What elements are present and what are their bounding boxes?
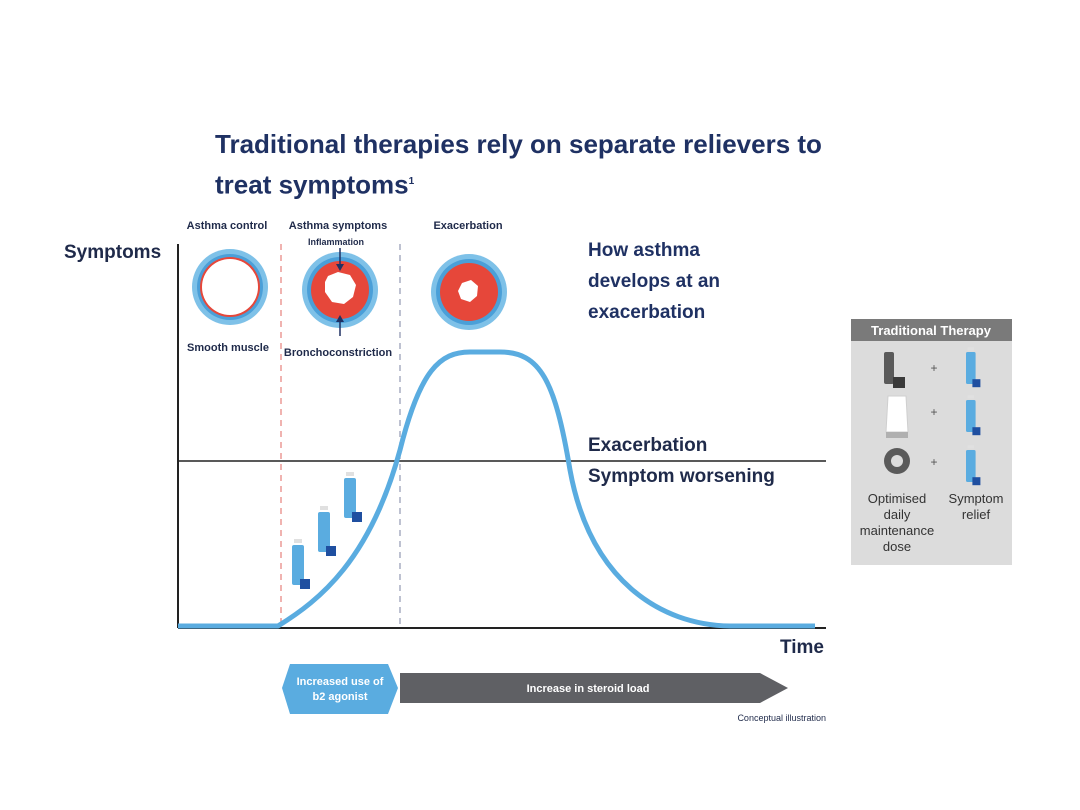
title-text: Traditional therapies rely on separate r… <box>215 129 822 200</box>
reliever-inhaler-icon <box>318 506 336 556</box>
side-note-line-1: How asthma <box>588 240 700 261</box>
plus-sign: + <box>930 361 937 375</box>
bronchoconstriction-label: Bronchoconstriction <box>284 347 392 359</box>
symptom-curve <box>178 349 815 629</box>
smooth-muscle-label: Smooth muscle <box>187 342 269 354</box>
title-reference: 1 <box>408 176 415 187</box>
traditional-therapy-panel: Traditional Therapy + + + O <box>851 319 1012 565</box>
therapy-panel-header: Traditional Therapy <box>871 323 992 338</box>
steroid-load-arrow <box>400 673 788 703</box>
b2-agonist-line-1: Increased use of <box>297 676 384 688</box>
plus-sign: + <box>930 455 937 469</box>
stage-asthma-symptoms-label: Asthma symptoms <box>289 220 387 232</box>
b2-agonist-line-2: b2 agonist <box>312 691 367 703</box>
side-note-line-2: develops at an <box>588 271 720 292</box>
disc-inhaler-icon <box>884 448 910 474</box>
reliever-inhaler-icon <box>344 472 362 522</box>
stage-asthma-control-label: Asthma control <box>187 220 268 232</box>
y-axis-label: Symptoms <box>64 242 161 263</box>
steroid-load-label: Increase in steroid load <box>527 683 650 695</box>
airway-inflamed-icon <box>302 248 378 336</box>
slide-title: Traditional therapies rely on separate r… <box>215 126 855 204</box>
maintenance-caption-line-1: Optimised <box>868 491 927 506</box>
threshold-above-label: Exacerbation <box>588 435 707 456</box>
airway-exacerbation-icon <box>431 254 507 330</box>
x-axis-label: Time <box>780 637 824 658</box>
dry-powder-inhaler-icon <box>885 395 909 438</box>
plus-sign: + <box>930 405 937 419</box>
maintenance-caption-line-4: dose <box>883 539 911 554</box>
stage-exacerbation-label: Exacerbation <box>433 220 502 232</box>
side-note-line-3: exacerbation <box>588 302 705 323</box>
conceptual-illustration-note: Conceptual illustration <box>737 713 826 723</box>
reliever-inhaler-icon <box>292 539 310 589</box>
threshold-below-label: Symptom worsening <box>588 466 775 487</box>
relief-caption-line-1: Symptom <box>949 491 1004 506</box>
airway-normal-icon <box>192 249 268 325</box>
maintenance-caption-line-3: maintenance <box>860 523 934 538</box>
relief-caption-line-2: relief <box>962 507 991 522</box>
inflammation-label: Inflammation <box>308 237 364 247</box>
maintenance-caption-line-2: daily <box>884 507 911 522</box>
maintenance-inhaler-icon <box>884 352 905 388</box>
b2-agonist-hexagon <box>282 664 398 714</box>
